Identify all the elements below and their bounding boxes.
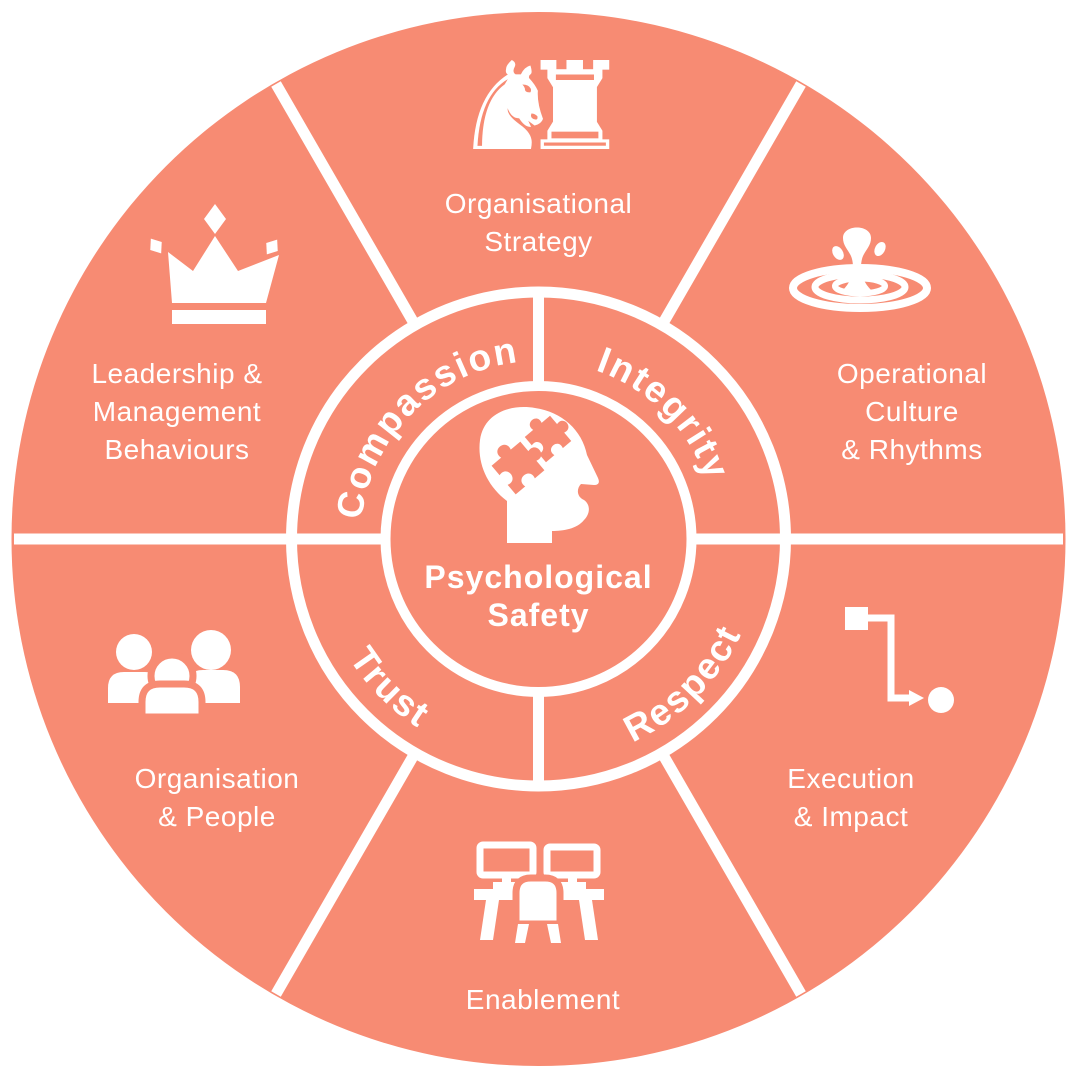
ring-outer-circle <box>286 286 791 792</box>
center-title-line1: Psychological <box>424 559 652 595</box>
sector-label-line: Management <box>93 396 261 427</box>
sector-organisation-people: Organisation & People <box>108 630 299 832</box>
divider-bottom-right <box>657 750 806 997</box>
sector-divider-lines <box>14 81 1063 997</box>
sector-label-line: Culture <box>865 396 959 427</box>
divider-bottom-left <box>271 750 420 997</box>
sector-label-line: Leadership & <box>91 358 262 389</box>
sector-label-line: Behaviours <box>104 434 249 465</box>
inner-circle <box>380 381 697 697</box>
sector-execution-impact: Execution & Impact <box>787 607 954 832</box>
process-flow-icon <box>845 607 954 713</box>
divider-top-left <box>271 81 420 328</box>
chess-pieces-icon: ♞ ♜ <box>453 36 629 178</box>
water-ripple-icon <box>789 227 931 312</box>
divider-top-right <box>657 81 806 328</box>
sector-label-line: Execution <box>787 763 914 794</box>
people-icon <box>108 630 240 721</box>
sector-label-line: Organisation <box>135 763 300 794</box>
crown-icon <box>150 204 279 324</box>
sector-leadership-behaviours: Leadership & Management Behaviours <box>91 204 279 465</box>
center-hub: Psychological Safety <box>424 407 652 633</box>
puzzle-piece-small <box>524 415 572 463</box>
sector-label-line: & Rhythms <box>841 434 982 465</box>
sector-label-line: Strategy <box>484 226 592 257</box>
chess-knight-icon: ♞ <box>453 36 562 178</box>
sector-label-line: Organisational <box>445 188 633 219</box>
chair <box>512 874 564 928</box>
sector-label-line: Enablement <box>466 984 620 1015</box>
sector-organisational-strategy: ♞ ♜ Organisational Strategy <box>445 36 633 257</box>
sector-label-line: Operational <box>837 358 987 389</box>
center-title-line2: Safety <box>487 597 589 633</box>
sector-label-line: & Impact <box>794 801 908 832</box>
sector-enablement: Enablement <box>466 841 620 1015</box>
sector-operational-culture: Operational Culture & Rhythms <box>789 227 987 465</box>
sector-label-line: & People <box>158 801 276 832</box>
workstation-icon <box>474 841 604 943</box>
puzzle-piece-large <box>491 441 545 495</box>
chess-rook-icon: ♜ <box>520 36 629 178</box>
